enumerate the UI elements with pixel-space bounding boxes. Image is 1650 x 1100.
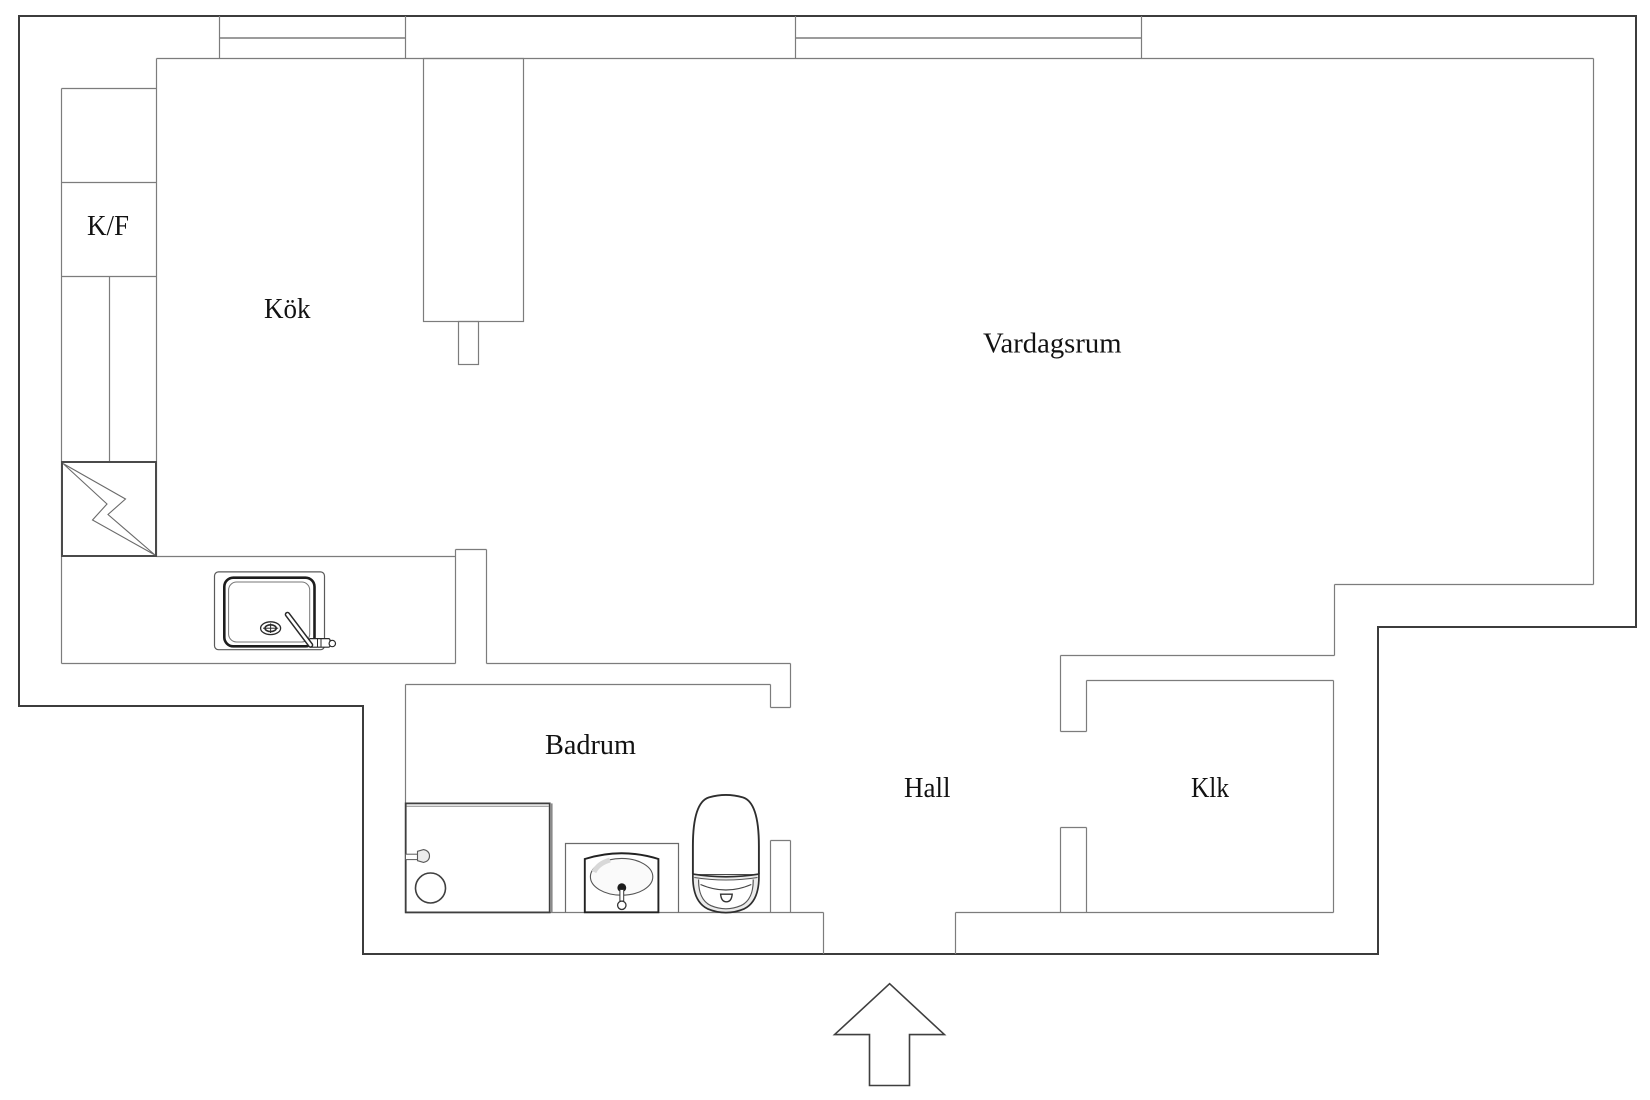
svg-text:Vardagsrum: Vardagsrum bbox=[983, 328, 1122, 360]
svg-text:K/F: K/F bbox=[87, 210, 129, 242]
svg-text:Badrum: Badrum bbox=[545, 729, 636, 761]
svg-text:Hall: Hall bbox=[904, 772, 951, 804]
svg-text:Kök: Kök bbox=[264, 293, 311, 325]
svg-text:Klk: Klk bbox=[1191, 772, 1229, 804]
